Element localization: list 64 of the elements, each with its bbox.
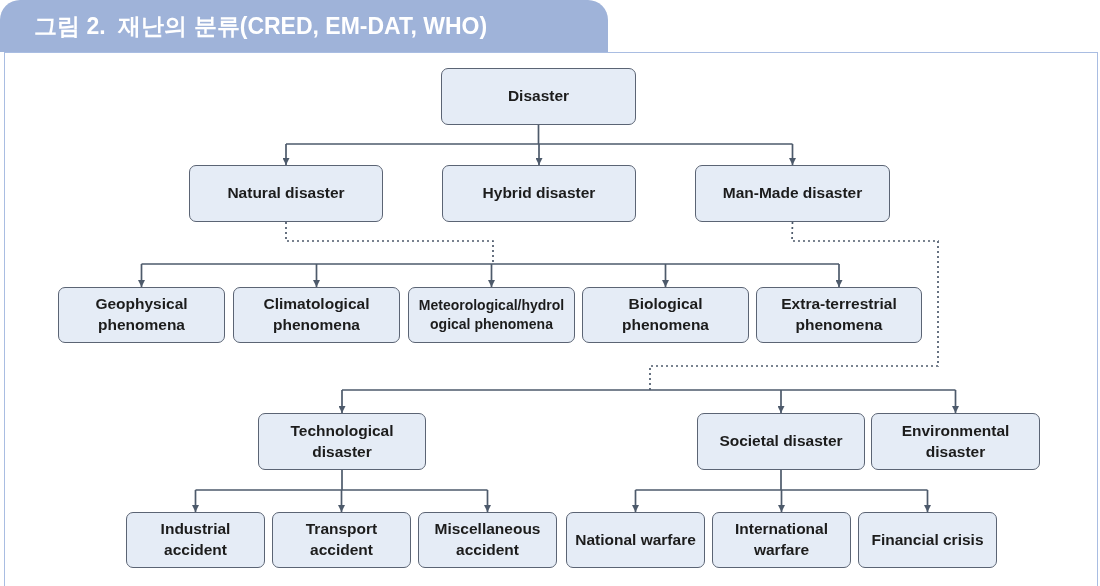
category-box [695, 165, 890, 222]
arrow [313, 263, 320, 288]
category-box [858, 512, 997, 568]
connector-line [649, 221, 939, 391]
box-label: Disaster [507, 86, 570, 107]
category-box [272, 512, 411, 568]
category-box [582, 287, 749, 343]
category-box [418, 512, 557, 568]
category-box [441, 68, 636, 125]
box-label: Miscellaneous accident [433, 519, 542, 560]
box-label: Natural disaster [227, 183, 345, 204]
connector-line [194, 489, 489, 491]
category-box [408, 287, 575, 343]
arrow [835, 263, 843, 288]
arrow [924, 489, 931, 513]
box-label: International warfare [734, 519, 829, 560]
box-label: Geophysical phenomena [94, 294, 189, 335]
box-label: Biological phenomena [621, 294, 710, 335]
arrow [789, 143, 796, 166]
arrow [192, 489, 199, 513]
connector-line [341, 469, 343, 491]
box-label: Man-Made disaster [722, 183, 863, 204]
arrow [777, 389, 785, 414]
arrow [952, 389, 959, 414]
box-label: Technological disaster [289, 420, 395, 462]
category-box [126, 512, 265, 568]
arrow [338, 489, 345, 513]
box-label: Hybrid disaster [482, 183, 596, 204]
arrow [535, 143, 543, 166]
box-label: Extra-terrestrial phenomena [780, 294, 898, 335]
arrow [484, 489, 491, 513]
connector-line [140, 263, 840, 265]
box-label: Societal disaster [719, 431, 843, 452]
box-label: Financial crisis [871, 529, 984, 550]
category-box [871, 413, 1040, 470]
connector-line [341, 389, 957, 391]
arrow [632, 489, 639, 513]
arrow [778, 489, 785, 513]
category-box [756, 287, 922, 343]
box-label: Climatological phenomena [262, 294, 371, 335]
category-box [58, 287, 225, 343]
title: 그림 2. 재난의 분류(CRED, EM-DAT, WHO) [34, 11, 488, 41]
arrow [282, 143, 290, 166]
box-label: Industrial accident [159, 519, 232, 560]
category-box [712, 512, 851, 568]
arrow [338, 389, 346, 414]
arrow [488, 263, 495, 288]
box-label: Transport accident [304, 519, 379, 560]
connector-line [285, 143, 794, 145]
connector-line [537, 124, 540, 145]
box-label: Meteorological/hydrological phenomena [417, 296, 566, 334]
category-box [258, 413, 426, 470]
connector-line [285, 221, 494, 265]
connector-line [634, 489, 929, 491]
category-box [233, 287, 400, 343]
category-box [189, 165, 383, 222]
category-box [566, 512, 705, 568]
arrow [662, 263, 669, 288]
box-label: National warfare [575, 529, 696, 550]
connector-line [780, 469, 782, 491]
category-box [697, 413, 865, 470]
box-label: Environmental disaster [900, 420, 1011, 462]
category-box [442, 165, 636, 222]
arrow [138, 263, 145, 288]
